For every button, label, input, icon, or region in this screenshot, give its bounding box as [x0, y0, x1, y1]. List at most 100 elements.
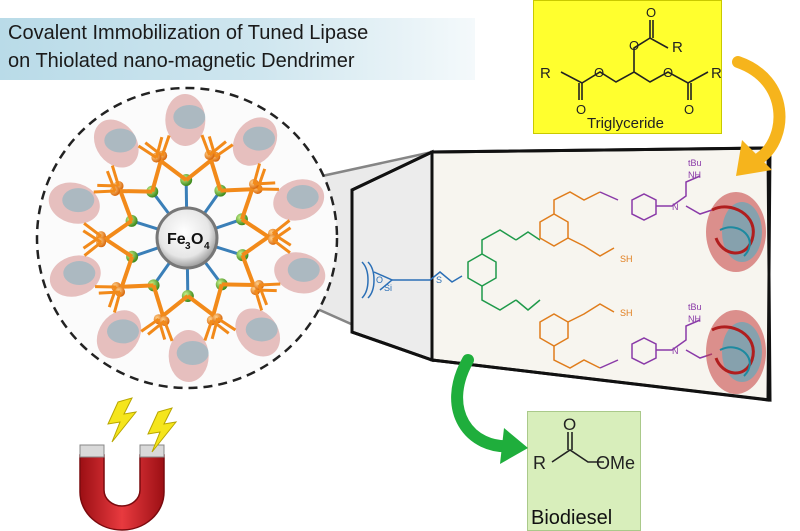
dendron-branch — [154, 136, 164, 159]
enzyme-icon — [274, 252, 326, 294]
dendron-branch — [157, 318, 167, 341]
biodiesel-label: Biodiesel — [531, 507, 612, 529]
dendron-branch — [214, 143, 234, 159]
enzyme-icon — [173, 105, 206, 130]
core-fe: Fe — [167, 231, 186, 248]
dendron-branch — [253, 181, 276, 186]
enzyme-icon — [245, 317, 278, 342]
dendron-branch — [200, 134, 211, 156]
orange-arrow — [732, 56, 786, 176]
dendron-branch — [272, 238, 291, 254]
trig-o-6: O — [684, 102, 694, 117]
dendron-branch — [105, 170, 117, 192]
dendron-branch — [137, 144, 158, 159]
dendron-branch — [118, 256, 134, 293]
dendron-branch — [210, 319, 230, 335]
dendron-branch — [257, 284, 269, 306]
dendron-branch — [256, 168, 267, 190]
enzyme-icon — [286, 184, 319, 209]
dendron-branch — [112, 291, 122, 313]
scheme-sh-top: SH — [620, 254, 633, 264]
dendron-branch — [186, 294, 219, 320]
bio-o-top: O — [563, 415, 576, 434]
dendron-branch — [110, 165, 120, 187]
lightning-icon — [107, 397, 178, 453]
dendron-branch — [203, 319, 214, 341]
dendron-branch — [207, 135, 217, 158]
title-banner: Covalent Immobilization of Tuned Lipase … — [0, 18, 475, 80]
chemical-scheme: O Si S SH SH N N NH NH tBu tBu — [361, 158, 766, 394]
trig-r-left: R — [540, 65, 551, 82]
enzyme-icon — [93, 119, 139, 168]
core-o: O — [191, 231, 203, 248]
enzyme-icon — [243, 126, 276, 151]
dendron-branch — [99, 219, 133, 244]
dendron-branch — [147, 319, 166, 336]
dendron-branch — [82, 234, 102, 250]
dendron-branch — [160, 135, 171, 157]
dendron-branch — [221, 282, 260, 288]
enzyme-icon — [96, 310, 142, 359]
enzyme-icon — [48, 182, 100, 224]
dendron-branch — [216, 317, 237, 332]
scheme-sh-bottom: SH — [620, 308, 633, 318]
trig-r-top: R — [672, 39, 683, 56]
dendron-branch — [151, 284, 167, 322]
enzyme-icon — [168, 329, 209, 382]
nanoparticle: Fe 3 O 4 — [35, 86, 339, 390]
dendron-branch — [98, 290, 121, 295]
enzyme-icon — [62, 188, 95, 213]
trig-o-3: O — [594, 65, 604, 80]
enzyme-icon — [287, 257, 320, 282]
triglyceride-label: Triglyceride — [587, 115, 664, 132]
dendron-branch — [240, 183, 256, 220]
triglyceride-box — [533, 0, 722, 134]
title-line-1: Covalent Immobilization of Tuned Lipase — [8, 22, 369, 44]
dendron-branch — [163, 320, 174, 342]
enzyme-icon — [165, 94, 206, 147]
enzyme-icon — [104, 128, 137, 153]
scheme-n-top: N — [672, 202, 679, 212]
dendron-branch — [254, 289, 264, 311]
enzyme-icon — [106, 319, 139, 344]
scheme-s: S — [436, 275, 442, 285]
dendron-branch — [272, 226, 292, 242]
enzyme-icon — [706, 310, 766, 394]
biodiesel-structure — [551, 432, 604, 463]
trig-o-5: O — [576, 102, 586, 117]
core-sub4: 4 — [204, 241, 210, 252]
enzyme-icon-ring — [48, 94, 326, 382]
dendron-branch — [93, 189, 116, 194]
scheme-o: O — [376, 275, 383, 285]
scheme-tbu-bottom: tBu — [688, 302, 702, 312]
green-arrow — [451, 354, 528, 464]
scheme-si: Si — [384, 283, 392, 293]
scheme-n-bottom: N — [672, 346, 679, 356]
dendron-branch — [140, 317, 160, 333]
dendron-branch — [114, 188, 153, 194]
dendron-branch — [207, 154, 223, 192]
enzyme-icon — [235, 308, 281, 357]
dendron-branch — [240, 217, 275, 242]
dendron-branch — [255, 288, 277, 293]
dendron-branch — [272, 232, 292, 247]
trig-r-right: R — [711, 65, 722, 82]
trig-o-2: O — [629, 38, 639, 53]
scheme-tbu-top: tBu — [688, 158, 702, 168]
core-sub3: 3 — [185, 241, 191, 252]
dendron-branch — [252, 163, 262, 185]
dendron-branch — [258, 282, 281, 287]
enzyme-icon — [706, 192, 766, 272]
enzyme-icon — [176, 340, 209, 365]
title-line-2: on Thiolated nano-magnetic Dendrimer — [8, 50, 355, 72]
dendron-branch — [82, 229, 102, 244]
magnet-icon — [79, 444, 165, 531]
bio-r: R — [533, 453, 546, 473]
dendron-branch — [271, 219, 291, 235]
dendron-branch — [210, 317, 220, 340]
dendron-branch — [97, 183, 119, 188]
dendron-branch — [107, 286, 118, 308]
enzyme-icon — [232, 117, 278, 166]
enzyme-icon — [49, 255, 101, 297]
